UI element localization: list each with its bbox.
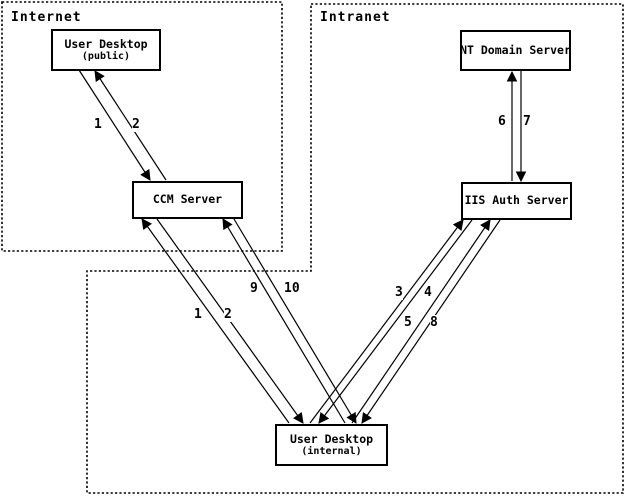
flow-arrow-1-public-to-ccm [78,69,151,181]
internet-zone-label: Internet [11,10,82,25]
internet-zone-border [1,1,283,252]
node-title: User Desktop [289,431,374,446]
flow-arrow-2-ccm-to-public [94,70,167,181]
flow-label-9: 9 [250,281,258,296]
node-user-desktop-internal: User Desktop (internal) [275,424,388,466]
flow-label-6: 6 [498,114,506,129]
flow-arrow-5-internal-to-iis [351,219,491,424]
flow-label-3: 3 [395,285,403,300]
flow-label-10: 10 [284,281,300,296]
node-iis-auth-server: IIS Auth Server [461,182,572,220]
node-title: NT Domain Server [460,42,571,57]
node-user-desktop-public: User Desktop (public) [51,29,161,71]
flow-arrow-9-internal-to-ccm [222,218,346,424]
flow-label-2-public: 2 [132,117,140,132]
flow-label-5: 5 [404,315,412,330]
flow-label-2-internal: 2 [224,307,232,322]
flow-label-8: 8 [430,315,438,330]
node-subtitle: (internal) [301,445,362,457]
node-title: IIS Auth Server [464,193,569,208]
flow-label-4: 4 [424,285,432,300]
node-nt-domain-server: NT Domain Server [460,30,571,71]
intranet-zone-border [86,3,624,494]
flow-label-1-public: 1 [94,117,102,132]
node-title: User Desktop [64,36,148,51]
flow-arrow-4-iis-to-internal [318,219,473,424]
node-subtitle: (public) [81,50,131,62]
flow-arrow-3-internal-to-iis [309,219,464,424]
flow-label-1-internal: 1 [194,307,202,322]
intranet-zone-label: Intranet [320,10,391,25]
node-ccm-server: CCM Server [132,181,243,219]
flow-arrow-1-internal-to-ccm [141,218,290,424]
node-title: CCM Server [152,192,223,207]
flow-arrow-10-ccm-to-internal [233,218,357,424]
flow-label-7: 7 [523,114,531,129]
